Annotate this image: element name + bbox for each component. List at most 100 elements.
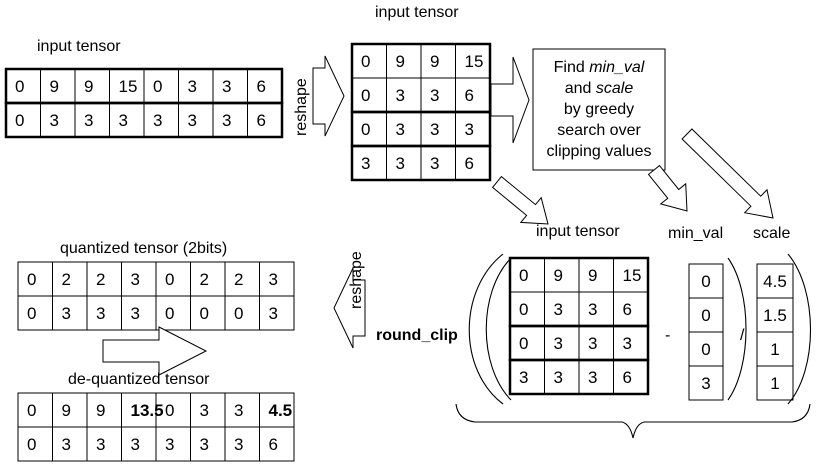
cell-value: 3 (84, 111, 93, 130)
cell-value: 6 (465, 154, 474, 173)
cell-value: 15 (465, 52, 484, 71)
cell-value: 0 (200, 304, 209, 323)
cell-value: 1 (770, 374, 779, 393)
cell-value: 3 (588, 368, 597, 387)
cell-value: 3 (430, 154, 439, 173)
cell-value: 0 (15, 77, 24, 96)
underbrace-icon (455, 403, 811, 439)
cell-value: 9 (588, 266, 597, 285)
label-reshape-bottom: reshape (348, 251, 365, 309)
grid-cell (259, 426, 295, 462)
outer-paren-right-icon (787, 253, 812, 405)
cell-value: 3 (465, 120, 474, 139)
cell-value: 0 (519, 334, 528, 353)
cell-value: 0 (165, 270, 174, 289)
cell-value: 0 (361, 86, 370, 105)
cell-value: 9 (396, 52, 405, 71)
label-reshape-top: reshape (293, 78, 310, 136)
cell-value: 3 (430, 120, 439, 139)
cell-value: 3 (269, 270, 278, 289)
cell-value: 3 (165, 435, 174, 454)
cell-value: 3 (222, 111, 231, 130)
cell-value: 3 (588, 300, 597, 319)
cell-value: 0 (165, 401, 174, 420)
inner-paren-right-icon (727, 257, 747, 401)
cell-value: 13.5 (131, 401, 164, 420)
cell-value: 3 (222, 77, 231, 96)
cell-value: 0 (153, 77, 162, 96)
cell-value: 1 (770, 340, 779, 359)
cell-value: 2 (62, 270, 71, 289)
cell-value: 6 (465, 86, 474, 105)
cell-value: 9 (430, 52, 439, 71)
cell-value: 0 (27, 304, 36, 323)
cell-value: 3 (153, 111, 162, 130)
cell-value: 3 (430, 86, 439, 105)
cell-value: 6 (257, 111, 266, 130)
label-scale: scale (753, 225, 790, 242)
grid-cell (259, 295, 295, 331)
cell-value: 3 (234, 401, 243, 420)
cell-value: 9 (554, 266, 563, 285)
cell-value: 3 (96, 435, 105, 454)
cell-value: 3 (361, 154, 370, 173)
arrow-to-scale-icon (681, 128, 774, 219)
cell-value: 3 (119, 111, 128, 130)
inner-paren-left-icon (485, 257, 512, 401)
minus-operator: - (665, 327, 670, 344)
row-group-outline (4, 101, 284, 139)
cell-value: 15 (623, 266, 642, 285)
label-round-clip: round_clip (376, 327, 458, 344)
cell-value: 6 (623, 368, 632, 387)
cell-value: 3 (234, 435, 243, 454)
cell-value: 6 (257, 77, 266, 96)
cell-value: 3 (396, 120, 405, 139)
cell-value: 3 (623, 334, 632, 353)
cell-value: 3 (131, 435, 140, 454)
cell-value: 0 (701, 340, 710, 359)
cell-value: 0 (234, 304, 243, 323)
cell-value: 15 (119, 77, 138, 96)
cell-value: 3 (50, 111, 59, 130)
cell-value: 3 (554, 334, 563, 353)
divide-operator: / (740, 327, 745, 344)
cell-value: 2 (234, 270, 243, 289)
outer-paren-left-icon (468, 253, 504, 405)
cell-value: 3 (396, 86, 405, 105)
cell-value: 3 (588, 334, 597, 353)
cell-value: 3 (62, 304, 71, 323)
label-quantized-tensor: quantized tensor (2bits) (60, 240, 227, 257)
cell-value: 3 (62, 435, 71, 454)
cell-value: 2 (96, 270, 105, 289)
reshape-arrow-left-icon (333, 267, 366, 349)
label-min-val: min_val (668, 225, 723, 242)
cell-value: 3 (96, 304, 105, 323)
cell-value: 0 (27, 270, 36, 289)
cell-value: 6 (269, 435, 278, 454)
label-input-tensor-top: input tensor (375, 4, 459, 21)
cell-value: 2 (200, 270, 209, 289)
cell-value: 3 (396, 154, 405, 173)
cell-value: 3 (519, 368, 528, 387)
cell-value: 1.5 (763, 306, 787, 325)
cell-value: 9 (62, 401, 71, 420)
cell-value: 0 (361, 52, 370, 71)
label-dequantized-tensor: de-quantized tensor (68, 371, 210, 388)
cell-value: 3 (131, 304, 140, 323)
row-group-outline (508, 358, 650, 396)
cell-value: 9 (96, 401, 105, 420)
cell-value: 3 (554, 300, 563, 319)
cell-value: 0 (27, 401, 36, 420)
cell-value: 3 (188, 111, 197, 130)
scale-vector: 4.51.511 (756, 263, 794, 401)
arrow-to-min-val-icon (647, 164, 688, 212)
